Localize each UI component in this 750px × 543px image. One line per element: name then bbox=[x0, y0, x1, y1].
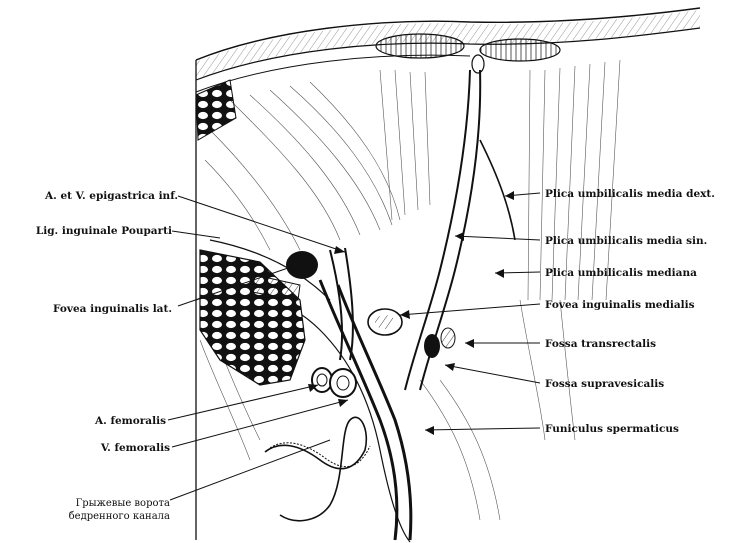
label-fovea-inguinalis-medialis: Fovea inguinalis medialis bbox=[545, 299, 695, 311]
label-arteria-femoralis: A. femoralis bbox=[94, 415, 166, 427]
label-hernia-gate-line1: Грыжевые ворота bbox=[76, 498, 170, 509]
leader-arrowheads bbox=[288, 191, 514, 435]
label-fovea-inguinalis-lat: Fovea inguinalis lat. bbox=[53, 303, 172, 315]
label-epigastrica: A. et V. epigastrica inf. bbox=[44, 190, 178, 202]
label-fossa-transrectalis: Fossa transrectalis bbox=[545, 338, 656, 350]
label-hernia-gate-line2: бедренного канала bbox=[69, 511, 170, 522]
leader-lines bbox=[167, 192, 541, 501]
abdominal-wall bbox=[195, 7, 701, 141]
label-plica-media-dext: Plica umbilicalis media dext. bbox=[545, 188, 715, 200]
label-ligamentum-inguinale: Lig. inguinale Pouparti bbox=[36, 225, 172, 237]
pelvic-outline bbox=[195, 60, 411, 543]
label-plica-mediana: Plica umbilicalis mediana bbox=[545, 267, 697, 279]
label-funiculus-spermaticus: Funiculus spermaticus bbox=[545, 423, 679, 435]
label-fossa-supravesicalis: Fossa supravesicalis bbox=[545, 378, 664, 390]
label-vena-femoralis: V. femoralis bbox=[100, 442, 170, 454]
label-plica-media-sin: Plica umbilicalis media sin. bbox=[545, 235, 707, 247]
vessels bbox=[264, 69, 516, 541]
